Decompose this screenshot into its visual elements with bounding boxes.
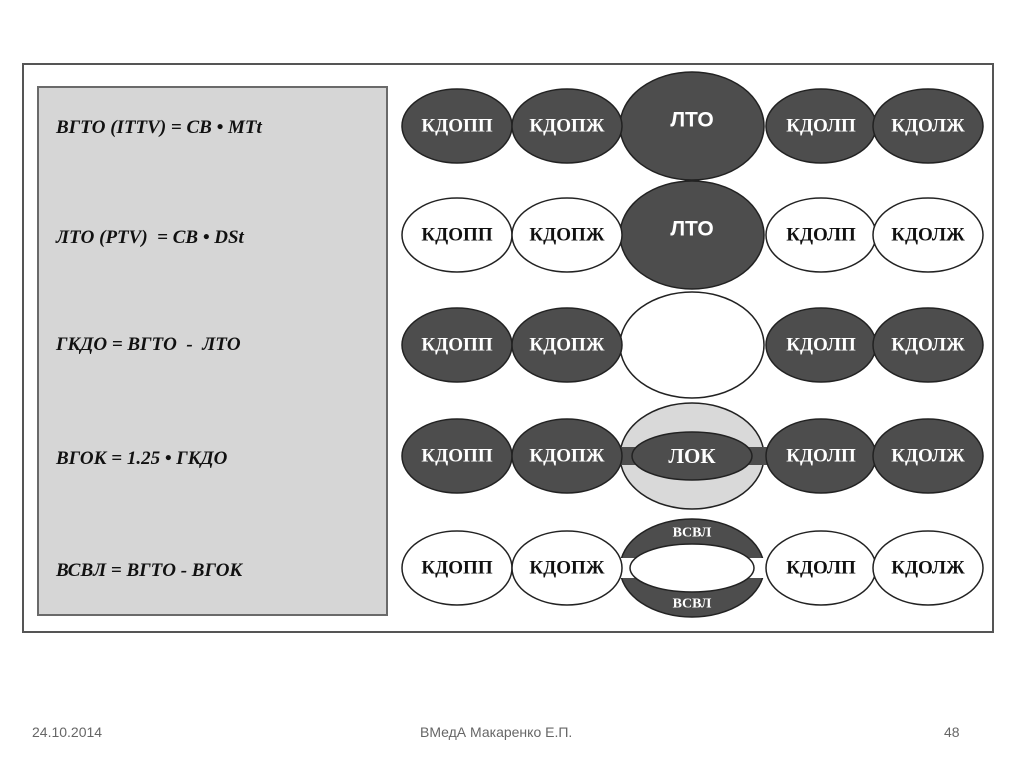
lto-label: ЛТО — [670, 109, 713, 132]
kdolzh-label: КДОЛЖ — [891, 558, 965, 579]
kdopp-label: КДОПП — [421, 335, 492, 356]
kdopzh-label: КДОПЖ — [529, 446, 604, 467]
kdolzh-ellipse — [872, 418, 984, 494]
kdolzh-ellipse — [872, 197, 984, 273]
kdopp-label: КДОПП — [421, 225, 492, 246]
kdopzh-ellipse — [511, 418, 623, 494]
kdopzh-label: КДОПЖ — [529, 335, 604, 356]
vgok-inner-ellipse — [629, 543, 755, 593]
kdopp-label: КДОПП — [421, 558, 492, 579]
footer-page-number: 48 — [944, 724, 960, 740]
footer-date: 24.10.2014 — [32, 724, 103, 740]
kdolzh-label: КДОЛЖ — [891, 335, 965, 356]
kdolzh-label: КДОЛЖ — [891, 116, 965, 137]
kdolzh-ellipse — [872, 530, 984, 606]
vsvl-top-label: ВСВЛ — [673, 526, 712, 541]
footer-author: ВМедА Макаренко Е.П. — [420, 724, 573, 740]
kdopzh-ellipse — [511, 197, 623, 273]
kdolzh-label: КДОЛЖ — [891, 446, 965, 467]
lok-label: ЛОК — [668, 444, 716, 468]
kdolp-label: КДОЛП — [786, 558, 856, 579]
kdolp-label: КДОЛП — [786, 446, 856, 467]
kdolzh-ellipse — [872, 307, 984, 383]
formula-vgto: ВГТО (ITTV) = СВ • MTt — [56, 117, 262, 138]
kdopzh-label: КДОПЖ — [529, 558, 604, 579]
kdolzh-ellipse — [872, 88, 984, 164]
vsvl-bottom-label: ВСВЛ — [673, 597, 712, 612]
formula-lto: ЛТО (PTV) = СВ • DSt — [56, 227, 244, 248]
kdolp-label: КДОЛП — [786, 335, 856, 356]
formula-panel — [37, 86, 388, 616]
kdopzh-label: КДОПЖ — [529, 225, 604, 246]
formula-gkdo: ГКДО = ВГТО - ЛТО — [56, 334, 241, 355]
lto-label: ЛТО — [670, 218, 713, 241]
kdolzh-label: КДОЛЖ — [891, 225, 965, 246]
kdopzh-ellipse — [511, 307, 623, 383]
kdopp-label: КДОПП — [421, 116, 492, 137]
kdopp-label: КДОПП — [421, 446, 492, 467]
kdopzh-ellipse — [511, 530, 623, 606]
formula-vsvl: ВСВЛ = ВГТО - ВГОК — [56, 560, 243, 581]
formula-vgok: ВГОК = 1.25 • ГКДО — [56, 448, 228, 469]
kdolp-label: КДОЛП — [786, 225, 856, 246]
lok-ellipse — [631, 431, 753, 481]
lto-empty-ellipse — [619, 291, 765, 399]
kdopzh-label: КДОПЖ — [529, 116, 604, 137]
kdolp-label: КДОЛП — [786, 116, 856, 137]
kdopzh-ellipse — [511, 88, 623, 164]
